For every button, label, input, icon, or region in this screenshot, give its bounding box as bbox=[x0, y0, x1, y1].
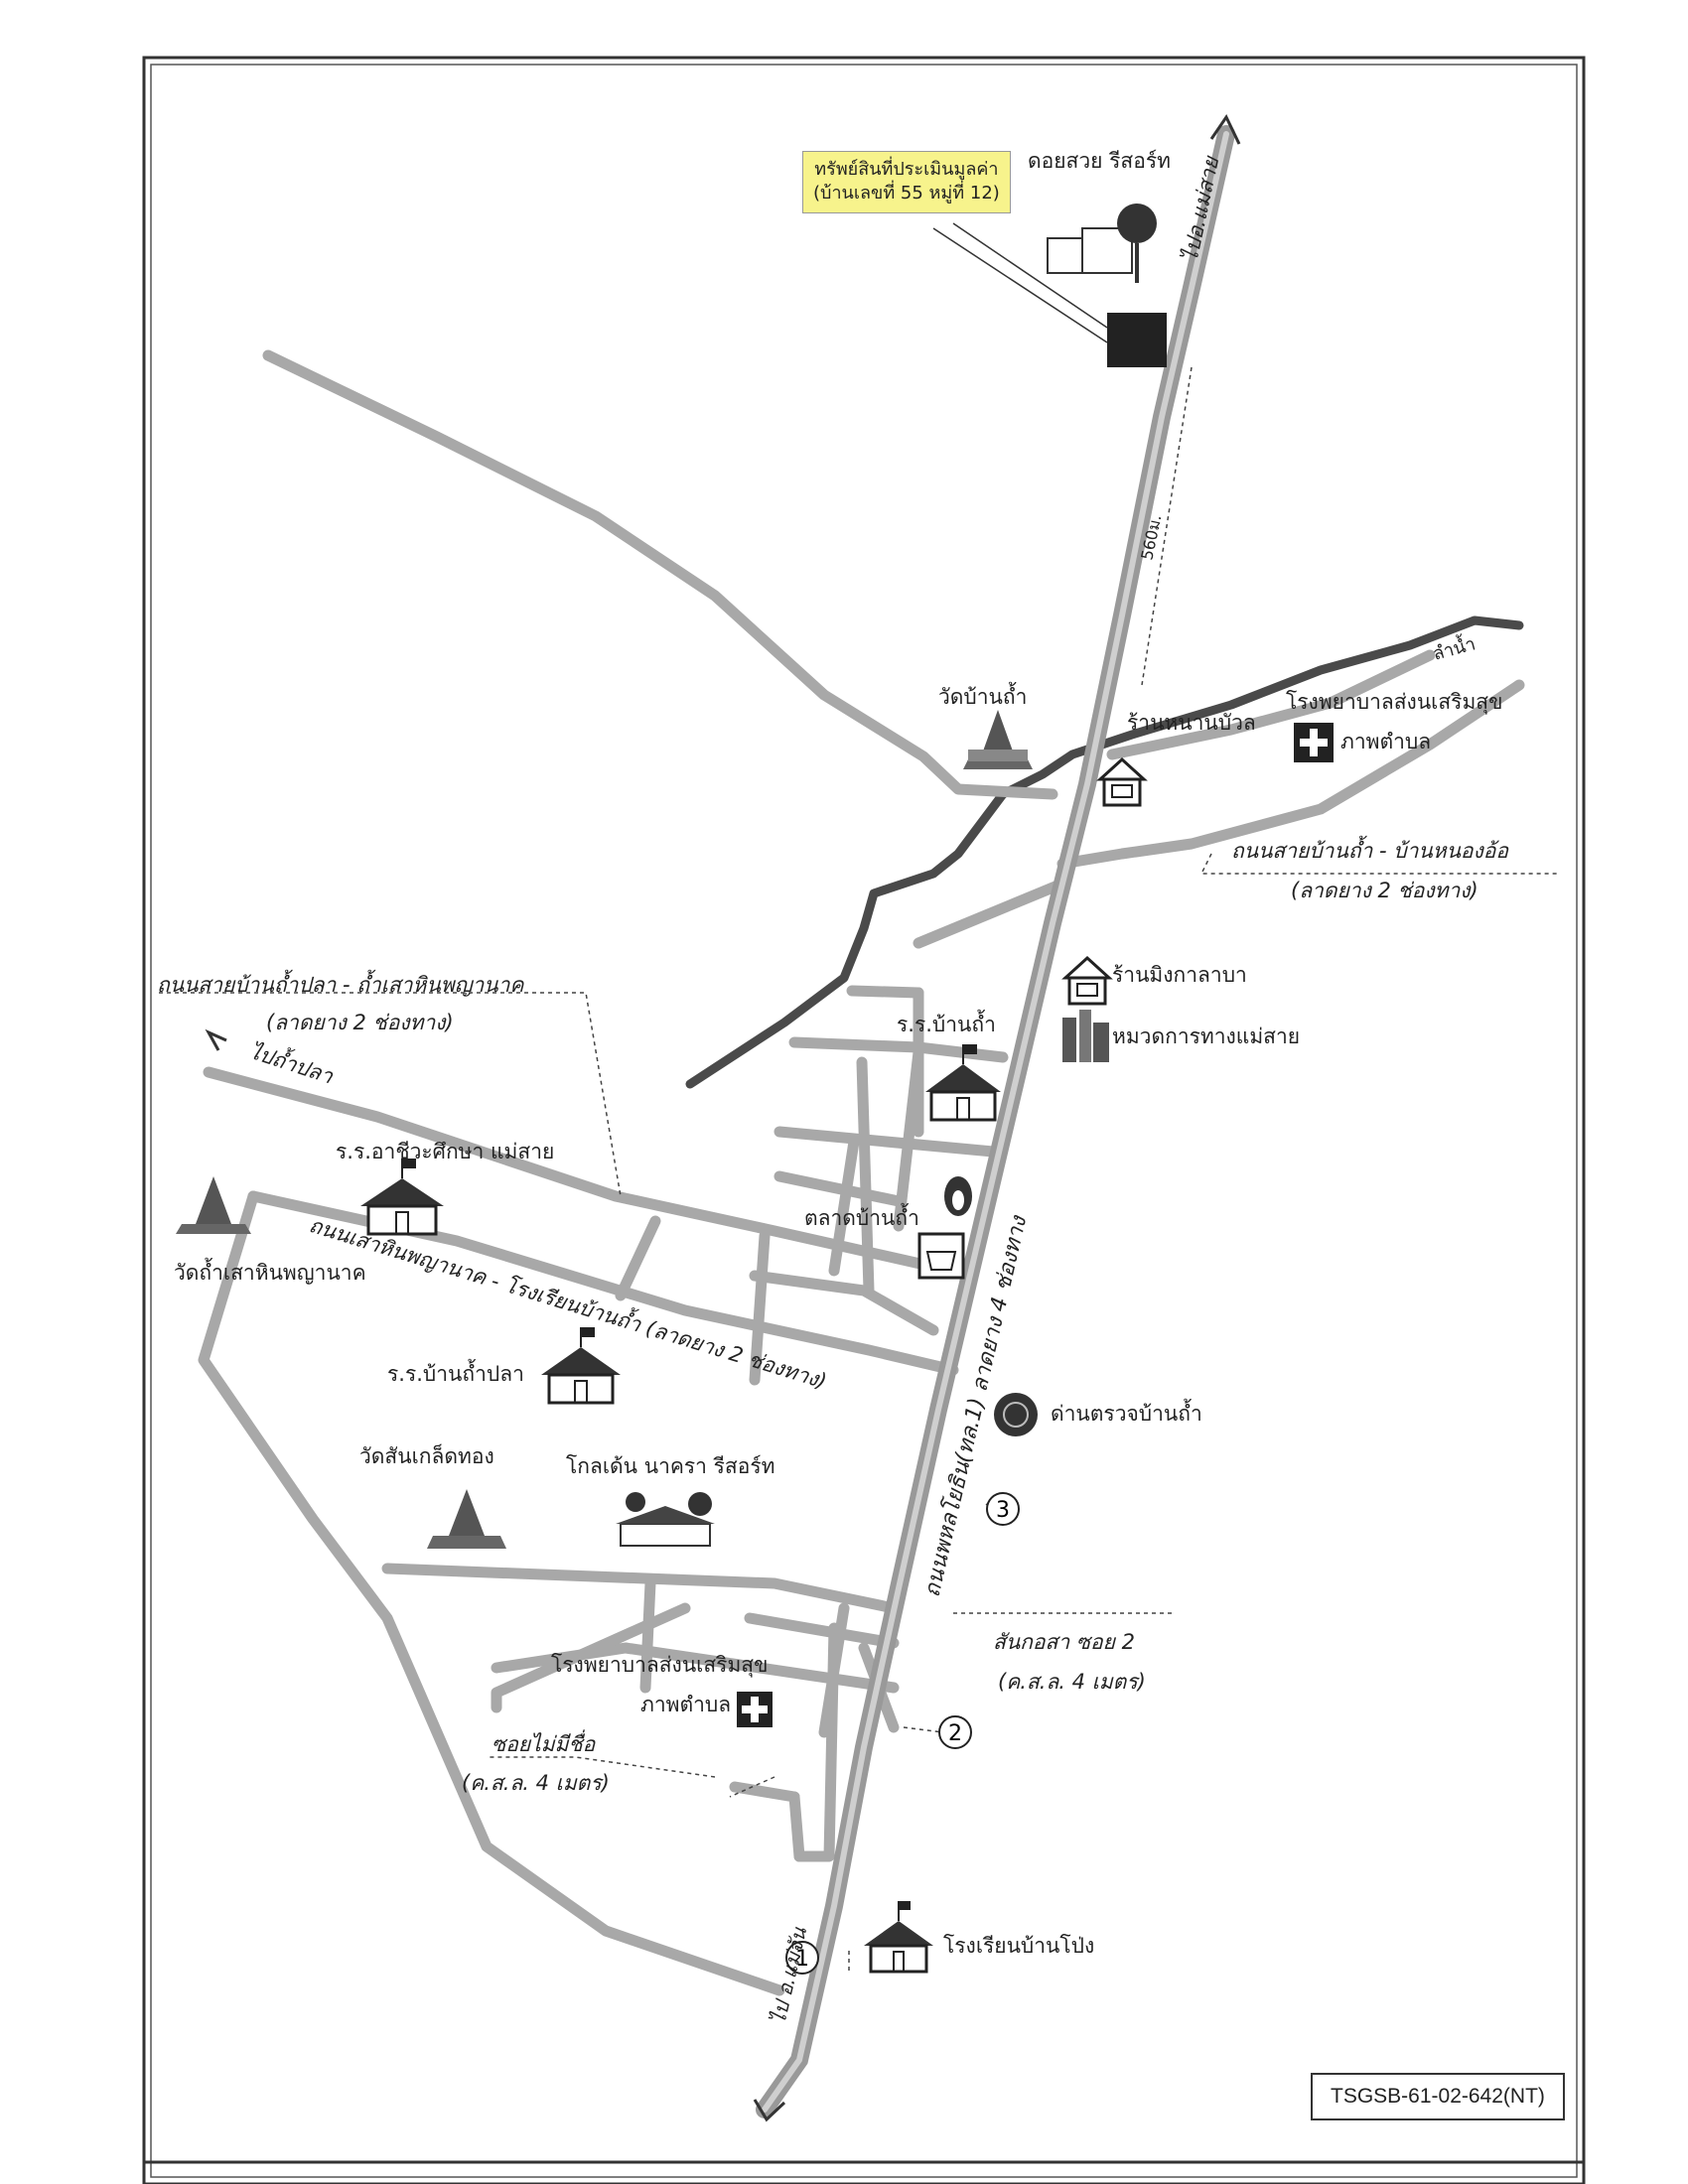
arrow-south bbox=[753, 2099, 786, 2122]
label-school-vocational: ร.ร.อาชีวะศึกษา แม่สาย bbox=[336, 1140, 555, 1163]
label-wat-san-klet: วัดสันเกล็ดทอง bbox=[359, 1444, 494, 1468]
label-hospital-north-1: โรงพยาบาลส่งนเสริมสุข bbox=[1286, 690, 1503, 714]
svg-text:2: 2 bbox=[948, 1721, 962, 1746]
label-checkpoint: ด่านตรวจบ้านถ้ำ bbox=[1051, 1402, 1202, 1426]
label-san-kor-sa-note: (ค.ส.ล. 4 เมตร) bbox=[998, 1670, 1146, 1694]
marker-2: 2 bbox=[938, 1715, 972, 1749]
label-wat-ban-tham: วัดบ้านถ้ำ bbox=[938, 685, 1028, 709]
label-highway-unit: หมวดการทางแม่สาย bbox=[1112, 1024, 1301, 1048]
market-flame-icon bbox=[944, 1176, 972, 1216]
reference-code-badge: TSGSB-61-02-642(NT) bbox=[1311, 2073, 1565, 2120]
label-san-kor-sa: สันกอสา ซอย 2 bbox=[993, 1630, 1135, 1654]
map-frame-outer bbox=[142, 56, 1586, 2184]
label-hospital-north-2: ภาพตำบล bbox=[1340, 730, 1432, 753]
label-nong-o-road: ถนนสายบ้านถ้ำ - บ้านหนองอ้อ bbox=[1231, 839, 1509, 863]
label-ran-ming: ร้านมิงกาลาบา bbox=[1112, 963, 1247, 987]
arrow-tham-pla bbox=[205, 1028, 227, 1051]
school-ban-pong-icon bbox=[864, 1901, 933, 1974]
subject-callout: ทรัพย์สินที่ประเมินมูลค่า (บ้านเลขที่ 55… bbox=[802, 151, 1011, 213]
label-school-tham-pla: ร.ร.บ้านถ้ำปลา bbox=[387, 1362, 524, 1386]
label-soi-no-name: ซอยไม่มีชื่อ bbox=[492, 1732, 596, 1756]
map-frame-inner bbox=[150, 64, 1578, 2178]
school-vocational-icon bbox=[360, 1159, 444, 1236]
label-hospital-south-1: โรงพยาบาลส่งนเสริมสุข bbox=[551, 1653, 769, 1677]
market-basket-icon bbox=[917, 1232, 965, 1280]
label-wat-tham-sao-hin: วัดถ้ำเสาหินพญานาค bbox=[174, 1261, 366, 1285]
temple-icon bbox=[963, 710, 1033, 769]
highway-unit-icon bbox=[1062, 1010, 1109, 1062]
label-market-ban-tham: ตลาดบ้านถ้ำ bbox=[804, 1206, 919, 1230]
subject-title: ทรัพย์สินที่ประเมินมูลค่า bbox=[814, 159, 999, 180]
subject-property-marker bbox=[1107, 313, 1167, 367]
label-nong-o-note: (ลาดยาง 2 ช่องทาง) bbox=[1291, 879, 1478, 902]
label-tham-pla-note: (ลาดยาง 2 ช่องทาง) bbox=[266, 1011, 454, 1034]
label-school-ban-pong: โรงเรียนบ้านโป่ง bbox=[943, 1934, 1095, 1958]
marker-1: 1 bbox=[785, 1941, 819, 1975]
distance-line bbox=[1141, 366, 1193, 686]
arrow-north bbox=[1209, 114, 1241, 145]
label-school-ban-tham: ร.ร.บ้านถ้ำ bbox=[897, 1013, 996, 1036]
school-tham-pla-icon bbox=[541, 1327, 621, 1405]
school-ban-tham-icon bbox=[925, 1044, 1001, 1122]
subject-address: (บ้านเลขที่ 55 หมู่ที่ 12) bbox=[813, 183, 1000, 205]
hospital-south-icon bbox=[737, 1692, 773, 1727]
svg-text:1: 1 bbox=[795, 1947, 809, 1972]
marker-3: 3 bbox=[986, 1492, 1020, 1526]
shop-icon bbox=[1096, 756, 1148, 807]
wat-san-klet-icon bbox=[427, 1489, 506, 1549]
label-soi-no-name-note: (ค.ส.ล. 4 เมตร) bbox=[462, 1771, 610, 1795]
label-doi-suay-resort: ดอยสวย รีสอร์ท bbox=[1028, 149, 1171, 173]
label-golden-nakara: โกลเด้น นาครา รีสอร์ท bbox=[566, 1454, 775, 1478]
wat-tham-sao-hin-icon bbox=[176, 1176, 251, 1234]
label-hospital-south-2: ภาพตำบล bbox=[640, 1693, 732, 1716]
subject-leader-line bbox=[952, 222, 1108, 329]
ran-ming-icon bbox=[1061, 955, 1113, 1006]
svg-text:3: 3 bbox=[996, 1498, 1010, 1523]
checkpoint-icon bbox=[994, 1393, 1038, 1436]
doi-suay-resort-icon bbox=[1047, 204, 1157, 283]
golden-nakara-icon bbox=[616, 1492, 715, 1547]
label-ran-hanan: ร้านหนานบัวล bbox=[1127, 711, 1256, 735]
label-tham-pla-road: ถนนสายบ้านถ้ำปลา - ถ้ำเสาหินพญานาค bbox=[157, 973, 524, 997]
hospital-north-icon bbox=[1294, 723, 1334, 762]
